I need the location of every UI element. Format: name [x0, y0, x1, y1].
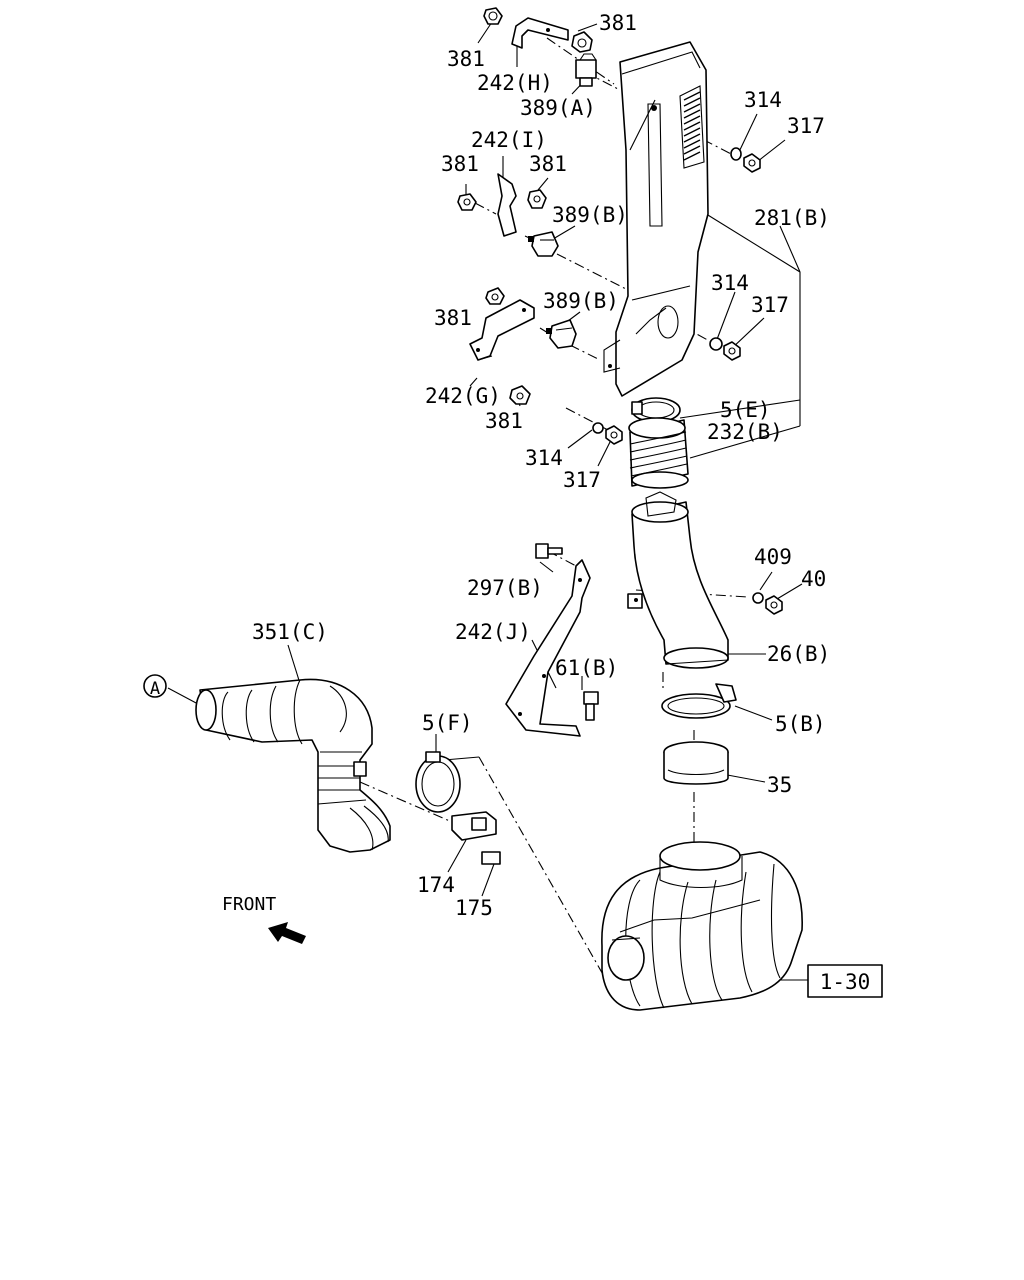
washer-409	[752, 592, 764, 604]
nut-381-top-right	[571, 31, 593, 53]
screw-175	[481, 851, 501, 865]
label-5f: 5(F)	[422, 711, 473, 735]
front-arrow-icon	[268, 922, 306, 944]
bracket-242g	[469, 299, 535, 361]
nut-381-lower-top	[485, 287, 505, 305]
label-381-mid-left: 381	[441, 152, 479, 176]
rubber-mount-389a	[575, 53, 597, 87]
label-front: FRONT	[222, 894, 276, 915]
label-381-top-right: 381	[599, 11, 637, 35]
washer-314-low	[592, 422, 604, 434]
clamp-5b	[661, 683, 737, 719]
label-314-mid: 314	[711, 271, 749, 295]
nut-40	[765, 595, 783, 615]
label-5b: 5(B)	[775, 712, 826, 736]
bracket-242h	[511, 17, 569, 49]
rubber-mount-389b-upper	[528, 231, 559, 257]
label-351c: 351(C)	[252, 620, 328, 644]
bolt-61b	[583, 691, 599, 721]
part-labels: 381 381 242(H) 389(A) 314 317 242(I) 381…	[222, 11, 830, 920]
sensor-174	[451, 811, 497, 841]
nut-381-mid-left	[457, 193, 477, 211]
label-174: 174	[417, 873, 455, 897]
label-314-low: 314	[525, 446, 563, 470]
label-175: 175	[455, 896, 493, 920]
label-381-lower-bottom: 381	[485, 409, 523, 433]
elbow-26b	[627, 491, 729, 669]
label-232b: 232(B)	[707, 420, 783, 444]
bracket-242i	[497, 173, 517, 237]
ref-box-label: 1-30	[820, 970, 871, 994]
label-5e: 5(E)	[720, 398, 771, 422]
label-381-top-left: 381	[447, 47, 485, 71]
label-381-lower-top: 381	[434, 306, 472, 330]
label-381-mid-right: 381	[529, 152, 567, 176]
bolt-297b	[535, 543, 563, 559]
label-242g: 242(G)	[425, 384, 501, 408]
label-35: 35	[767, 773, 792, 797]
label-389b-lower: 389(B)	[543, 289, 619, 313]
label-389a: 389(A)	[520, 96, 596, 120]
clamp-5e	[631, 397, 681, 423]
label-26b: 26(B)	[767, 642, 830, 666]
nut-381-lower-bottom	[509, 385, 531, 405]
ref-box-1-30: 1-30	[807, 964, 883, 998]
label-409: 409	[754, 545, 792, 569]
washer-314-mid	[709, 337, 723, 351]
label-389b-upper: 389(B)	[552, 203, 628, 227]
label-40: 40	[801, 567, 826, 591]
rubber-mount-389b-lower	[546, 319, 577, 349]
circle-a-marker: A	[143, 674, 167, 699]
label-317-mid: 317	[751, 293, 789, 317]
washer-314-top	[730, 147, 742, 161]
label-242i: 242(I)	[471, 128, 547, 152]
nut-317-mid	[723, 341, 741, 361]
circle-a-label: A	[150, 679, 160, 699]
clamp-5f	[415, 751, 461, 813]
bellows-232b	[628, 417, 689, 489]
nut-317-low	[605, 425, 623, 445]
nut-381-top-left	[483, 7, 503, 25]
bracket-242j	[505, 559, 591, 737]
leader-lines	[167, 21, 808, 981]
nut-317-top	[743, 153, 761, 173]
label-61b: 61(B)	[555, 656, 618, 680]
air-cleaner-body	[601, 841, 803, 1011]
nut-381-mid-right	[527, 189, 547, 209]
label-314-top: 314	[744, 88, 782, 112]
upper-intake-duct	[603, 41, 709, 397]
label-281b: 281(B)	[754, 206, 830, 230]
label-317-low: 317	[563, 468, 601, 492]
ring-35	[663, 741, 729, 785]
label-242j: 242(J)	[455, 620, 531, 644]
label-297b: 297(B)	[467, 576, 543, 600]
label-317-top: 317	[787, 114, 825, 138]
label-242h: 242(H)	[477, 71, 553, 95]
hose-351c	[195, 678, 391, 853]
